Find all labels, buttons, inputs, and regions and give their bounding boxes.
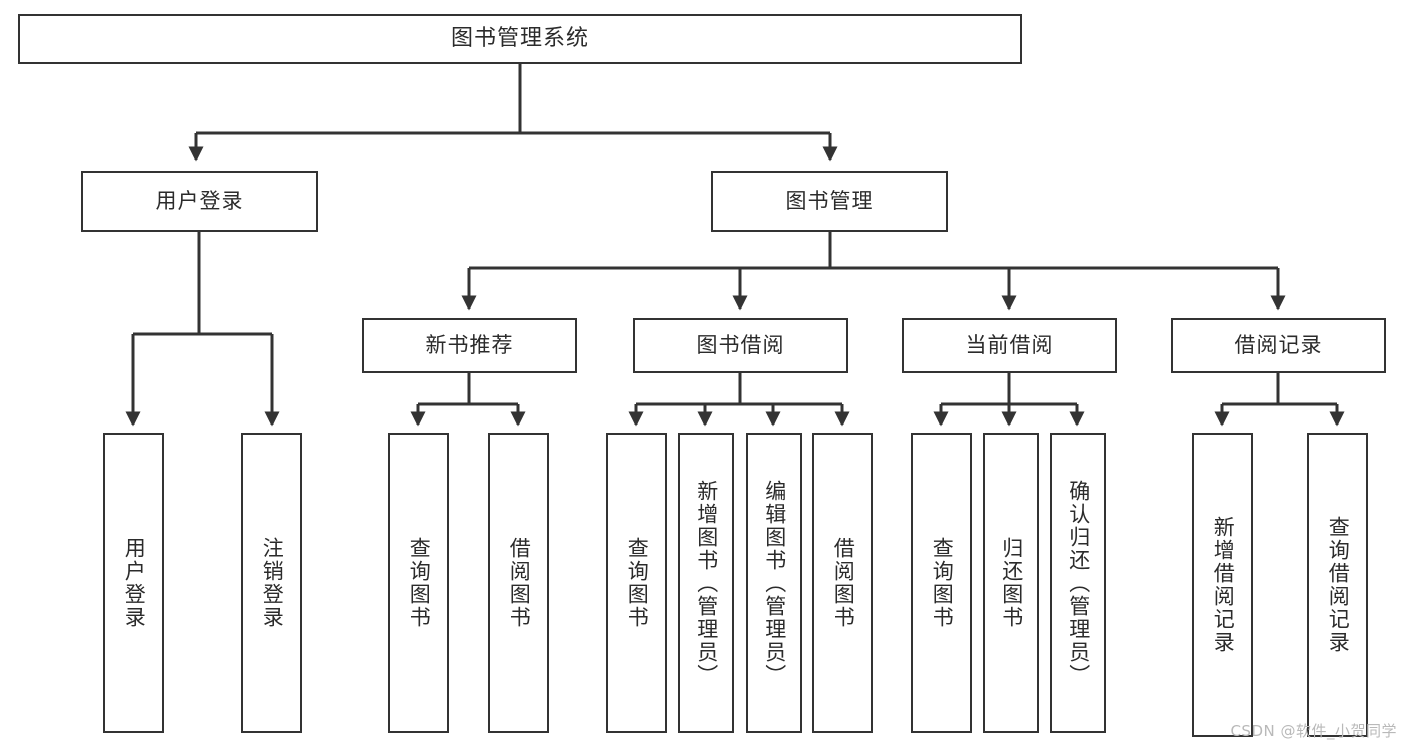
node-label: 图书管理 <box>785 188 874 213</box>
node-current-borrow[interactable]: 当前借阅 <box>902 318 1117 373</box>
leaf-book-borrow-borrow-book[interactable]: 借阅图书 <box>812 433 873 733</box>
node-label: 归还图书 <box>999 537 1024 629</box>
leaf-current-borrow-query-book[interactable]: 查询图书 <box>911 433 972 733</box>
node-label: 查询图书 <box>407 537 432 629</box>
node-label: 注销登录 <box>260 537 285 629</box>
leaf-book-borrow-query-book[interactable]: 查询图书 <box>606 433 667 733</box>
node-label: 新书推荐 <box>425 332 514 357</box>
node-label: 查询借阅记录 <box>1326 516 1351 654</box>
leaf-borrow-record-add-record[interactable]: 新增借阅记录 <box>1192 433 1253 737</box>
node-label: 确认归还（管理员） <box>1066 479 1091 687</box>
node-user-login[interactable]: 用户登录 <box>81 171 318 232</box>
node-borrow-record[interactable]: 借阅记录 <box>1171 318 1386 373</box>
node-label: 图书借阅 <box>696 332 785 357</box>
node-label: 图书管理系统 <box>450 25 589 51</box>
watermark: CSDN @软件_小贺同学 <box>1230 722 1397 740</box>
node-label: 用户登录 <box>155 188 244 213</box>
node-label: 编辑图书（管理员） <box>762 479 787 687</box>
node-root-book-management-system[interactable]: 图书管理系统 <box>18 14 1022 64</box>
node-label: 新增图书（管理员） <box>694 479 719 687</box>
leaf-new-book-query-book[interactable]: 查询图书 <box>388 433 449 733</box>
node-book-management[interactable]: 图书管理 <box>711 171 948 232</box>
node-label: 查询图书 <box>625 537 650 629</box>
leaf-borrow-record-query-record[interactable]: 查询借阅记录 <box>1307 433 1368 737</box>
leaf-current-borrow-confirm-return-admin[interactable]: 确认归还（管理员） <box>1050 433 1106 733</box>
node-label: 借阅记录 <box>1234 332 1323 357</box>
node-book-borrow[interactable]: 图书借阅 <box>633 318 848 373</box>
leaf-current-borrow-return-book[interactable]: 归还图书 <box>983 433 1039 733</box>
leaf-user-login-login[interactable]: 用户登录 <box>103 433 164 733</box>
leaf-user-login-logout[interactable]: 注销登录 <box>241 433 302 733</box>
node-label: 查询图书 <box>930 537 955 629</box>
node-label: 借阅图书 <box>507 537 532 629</box>
node-label: 当前借阅 <box>965 332 1054 357</box>
leaf-new-book-borrow-book[interactable]: 借阅图书 <box>488 433 549 733</box>
node-label: 用户登录 <box>122 537 147 629</box>
leaf-book-borrow-add-book-admin[interactable]: 新增图书（管理员） <box>678 433 734 733</box>
node-label: 借阅图书 <box>831 537 856 629</box>
node-new-book-recommend[interactable]: 新书推荐 <box>362 318 577 373</box>
node-label: 新增借阅记录 <box>1211 516 1236 654</box>
leaf-book-borrow-edit-book-admin[interactable]: 编辑图书（管理员） <box>746 433 802 733</box>
